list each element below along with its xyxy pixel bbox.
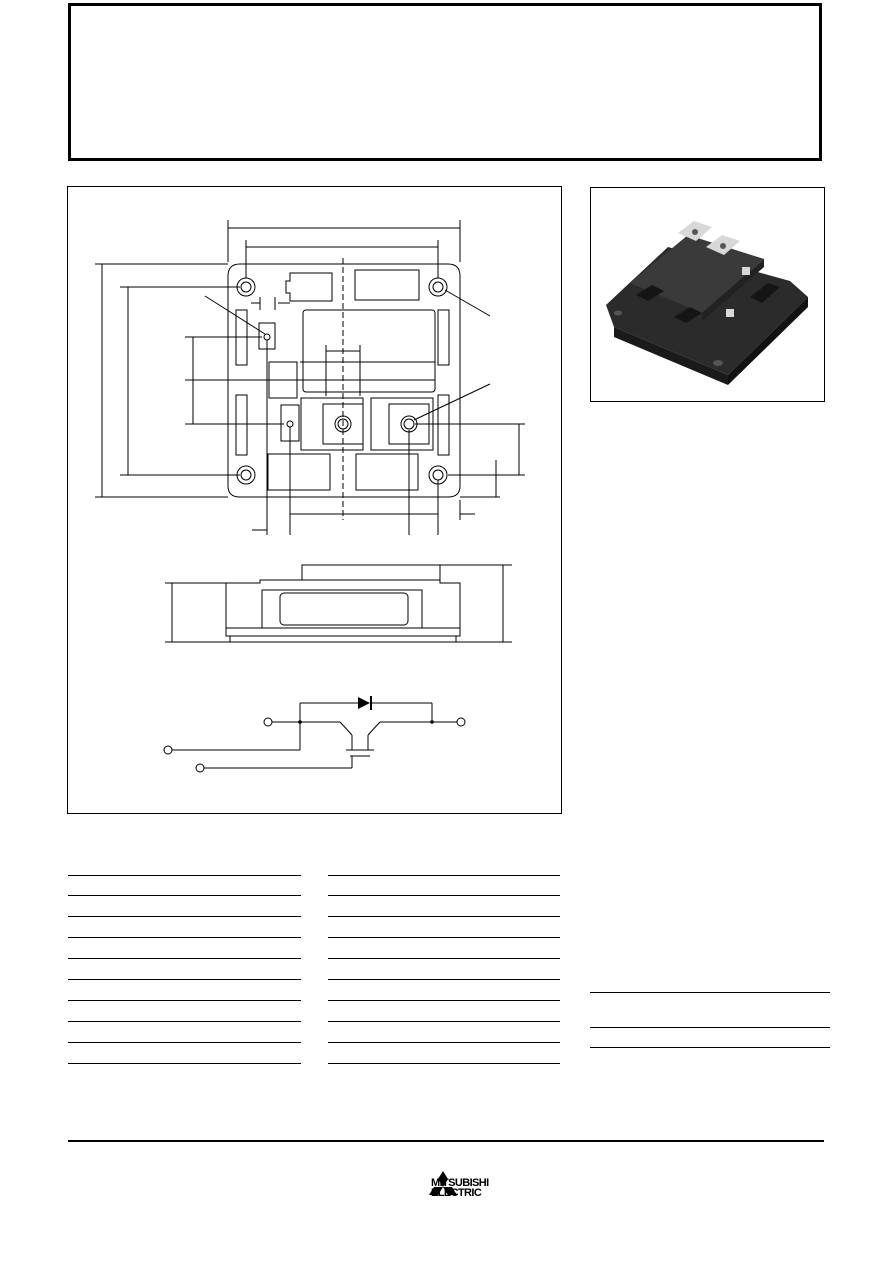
company-line2: ELECTRIC xyxy=(431,1187,482,1199)
three-diamond-logo-icon xyxy=(429,1171,457,1195)
company-line1: MITSUBISHI xyxy=(431,1177,489,1189)
outline-drawing-panel xyxy=(67,186,562,814)
company-logo-text: MITSUBISHI ELECTRIC xyxy=(431,1177,489,1199)
igbt-module-photo xyxy=(606,221,808,385)
footer-rule xyxy=(68,1140,824,1142)
top-view-outline xyxy=(227,263,461,498)
mount-hole-tr xyxy=(428,277,448,297)
diode-symbol xyxy=(358,697,370,709)
title-box xyxy=(68,3,822,161)
circuit-schematic xyxy=(163,702,466,773)
product-photo-panel xyxy=(590,187,825,402)
